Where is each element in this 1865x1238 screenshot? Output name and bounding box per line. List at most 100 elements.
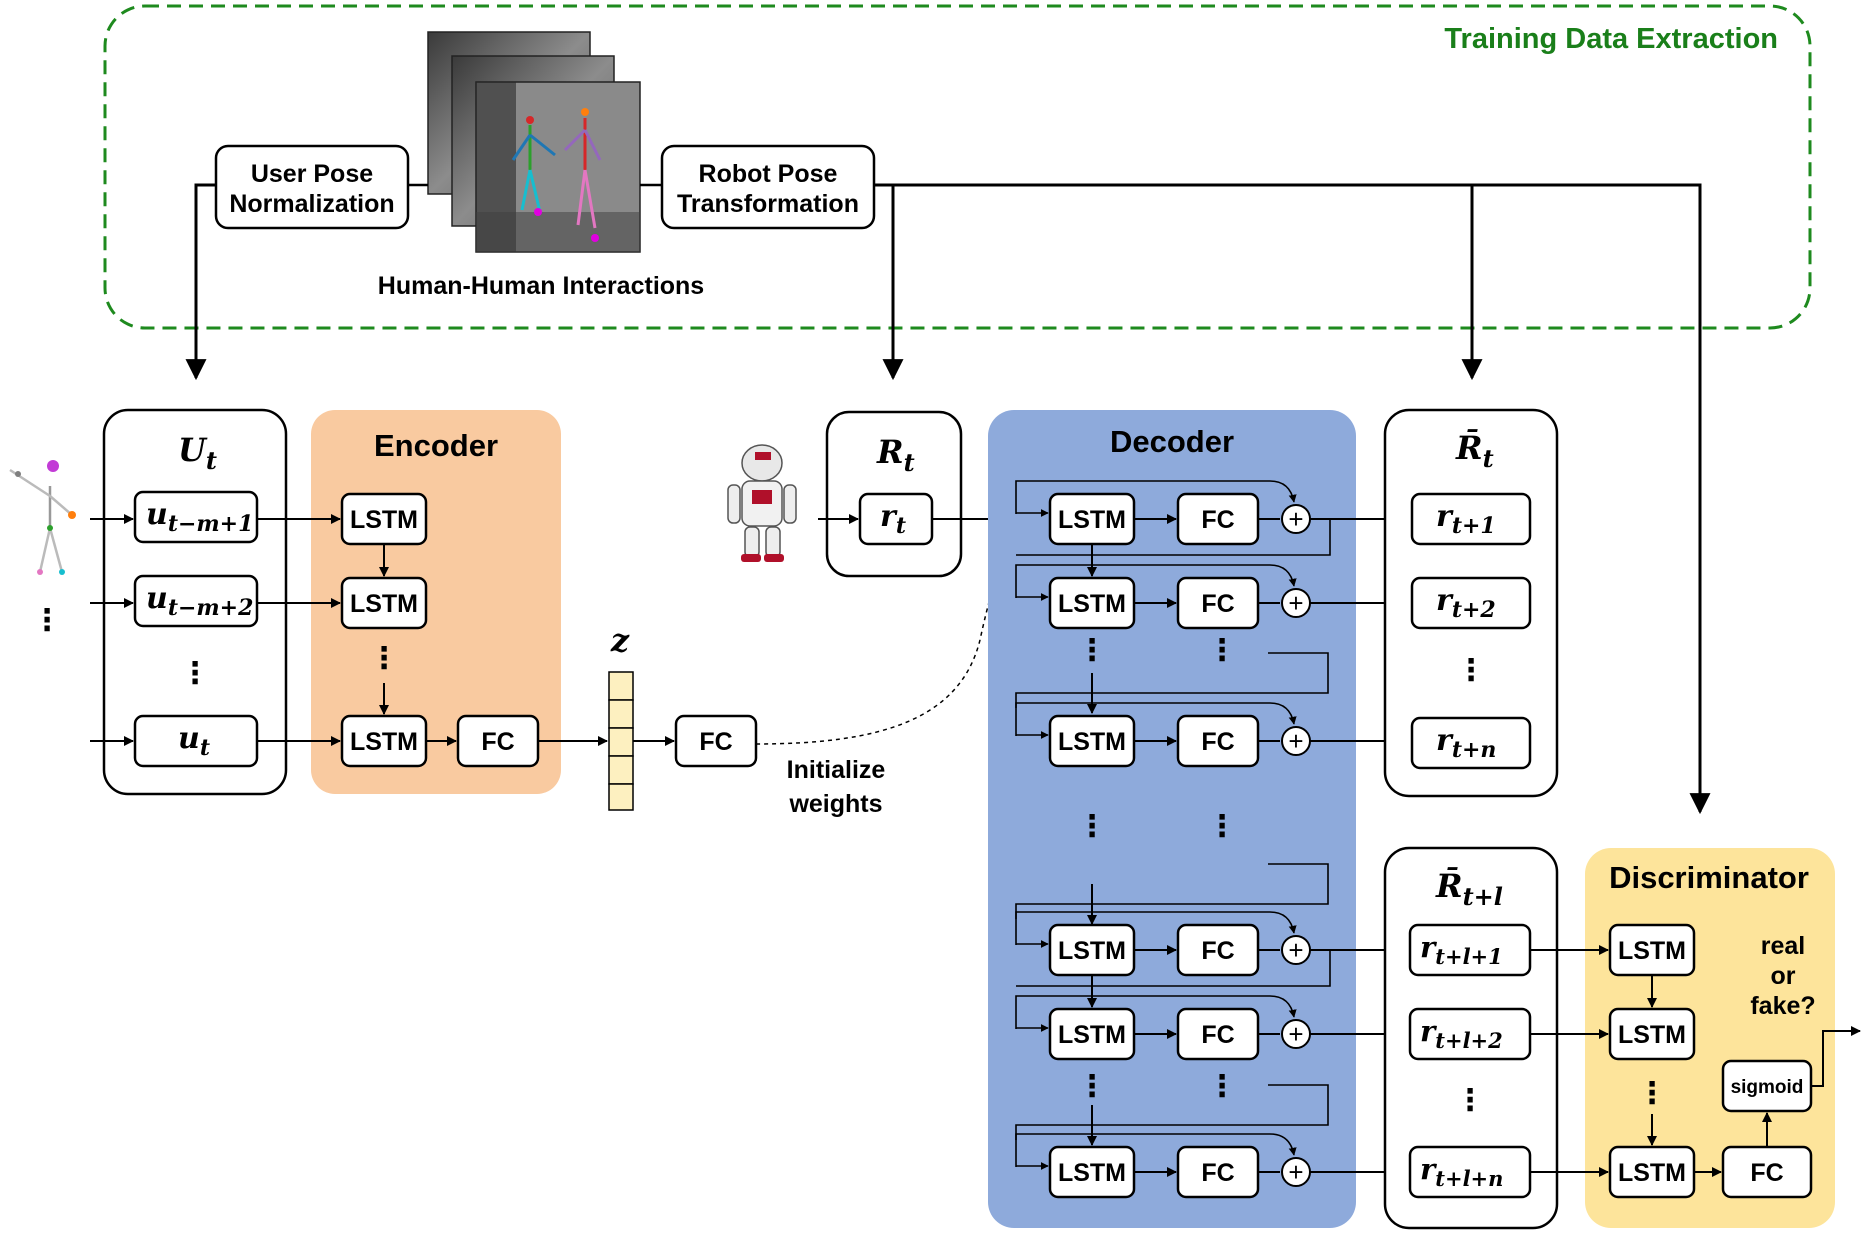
latent-cell-4 [608,755,634,785]
decoder-lstm-4: LSTM [1058,937,1126,965]
decoder-skip-3 [1015,702,1297,736]
decoder-skip-4 [1015,911,1297,945]
decoder-skip-2 [1015,564,1297,598]
user-pose-set: Ut ut−m+1 ut−m+2 ⋮ ut [102,408,288,796]
latent-fc-box [674,714,758,768]
human-human-interactions-caption: Human-Human Interactions [378,272,704,300]
discriminator-arrows [1530,945,1861,1177]
decoder-skip-1 [1015,480,1297,514]
disc-output-line-1: real [1761,932,1805,960]
u-rows-ellipsis: ⋮ [180,657,210,690]
decoder-fc-6: FC [1201,1159,1234,1187]
decoder-partial-loop-1 [1015,652,1329,708]
u-row-1: ut−m+1 [146,497,253,537]
pred-row-3-box [1410,716,1532,770]
decoder-ellipsis-6: ⋮ [1207,1070,1237,1103]
disc-lstm-2: LSTM [1618,1021,1686,1049]
latent-cell-5 [608,783,634,811]
training-output-arrows [185,183,1711,815]
decoder-ellipsis-4: ⋮ [1207,810,1237,843]
human-human-interaction-images [427,31,641,253]
decoder-adder-sign-3: + [1288,726,1303,756]
decoder-ellipsis-5: ⋮ [1077,1070,1107,1103]
discriminator-title: Discriminator [1609,860,1809,895]
user-skeleton-icon [9,460,76,575]
init-note-line-1: Initialize [787,756,886,784]
user-pose-normalization-box [214,144,410,230]
pred-row-1-box [1410,492,1532,546]
latent-cell-1 [608,671,634,701]
decoder-adder-sign-5: + [1288,1019,1303,1049]
latent-vector: z FC [608,621,758,811]
predicted-set: R̄t rt+1 rt+2 ⋮ rt+n [1383,408,1559,798]
pred-long-row-3: rt+l+n [1420,1152,1503,1191]
decoder-ellipsis-2: ⋮ [1207,634,1237,667]
disc-ellipsis: ⋮ [1637,1077,1667,1110]
u-row-2-box [133,574,259,628]
pred-long-row-1: rt+l+1 [1420,930,1503,969]
user-pose-line-1: User Pose [251,160,373,188]
u-row-2: ut−m+2 [146,581,253,621]
decoder-fc-3: FC [1201,728,1234,756]
arrow-robot-pose-main-line [874,183,1711,815]
decoder-adder-sign-1: + [1288,504,1303,534]
pred-row-1: rt+1 [1436,499,1496,539]
decoder-skip-6 [1015,1133,1297,1167]
disc-output-line-2: or [1771,962,1796,990]
disc-sigmoid: sigmoid [1731,1077,1804,1098]
decoder-ellipsis-1: ⋮ [1077,634,1107,667]
decoder-ellipsis-3: ⋮ [1077,810,1107,843]
encoder-title: Encoder [374,428,498,463]
robot-state-item: rt [880,499,906,539]
pred-row-2-box [1410,576,1532,630]
input-ellipsis: ⋮ [32,604,62,637]
pred-rows-ellipsis: ⋮ [1456,654,1486,687]
encoder-fc: FC [481,728,514,756]
input-arrows [90,514,134,746]
robot-icon [727,444,797,562]
training-data-extraction-region: Training Data Extraction [103,4,1812,330]
predicted-long-title: R̄t+l [1435,867,1503,911]
encoder-arrows [257,514,608,746]
decoder-lstm-2: LSTM [1058,590,1126,618]
pred-long-row-2: rt+l+2 [1420,1014,1503,1053]
decoder-adder-sign-4: + [1288,935,1303,965]
latent-fc: FC [699,728,732,756]
decoder-skip-5 [1015,995,1297,1029]
robot-pose-transformation-box [660,144,876,230]
pred-row-3: rt+n [1436,723,1496,763]
encoder-lstm-2: LSTM [350,590,418,618]
encoder-ellipsis: ⋮ [369,642,399,675]
latent-label: z [610,621,630,659]
latent-cell-2 [608,699,634,729]
decoder-adder-sign-2: + [1288,588,1303,618]
decoder-fc-1: FC [1201,506,1234,534]
robot-state-title: Rt [876,433,915,477]
user-pose-set-title: Ut [178,431,217,475]
disc-output-line-3: fake? [1750,992,1815,1020]
disc-lstm-2-box [1608,1007,1696,1061]
encoder: Encoder LSTM LSTM ⋮ LSTM FC [311,410,561,794]
decoder-title: Decoder [1110,424,1234,459]
encoder-lstm-2-box [340,576,428,630]
decoder-lstm-1: LSTM [1058,506,1126,534]
decoder-fc-2: FC [1201,590,1234,618]
decoder-lstm-3: LSTM [1058,728,1126,756]
robot-pose-line-2: Transformation [677,190,859,218]
decoder-feedback-1 [1016,518,1331,556]
disc-lstm-1: LSTM [1618,937,1686,965]
decoder-lstm-6: LSTM [1058,1159,1126,1187]
disc-fc: FC [1750,1159,1783,1187]
decoder-fc-4: FC [1201,937,1234,965]
decoder-partial-loop-2 [1015,863,1329,919]
encoder-lstm-3: LSTM [350,728,418,756]
disc-lstm-3: LSTM [1618,1159,1686,1187]
pred-row-2: rt+2 [1436,583,1496,623]
arrow-user-pose-to-U [185,183,216,381]
training-region-border [103,4,1812,330]
encoder-lstm-1: LSTM [350,506,418,534]
training-region-title: Training Data Extraction [1444,23,1778,55]
pred-long-ellipsis: ⋮ [1455,1084,1485,1117]
